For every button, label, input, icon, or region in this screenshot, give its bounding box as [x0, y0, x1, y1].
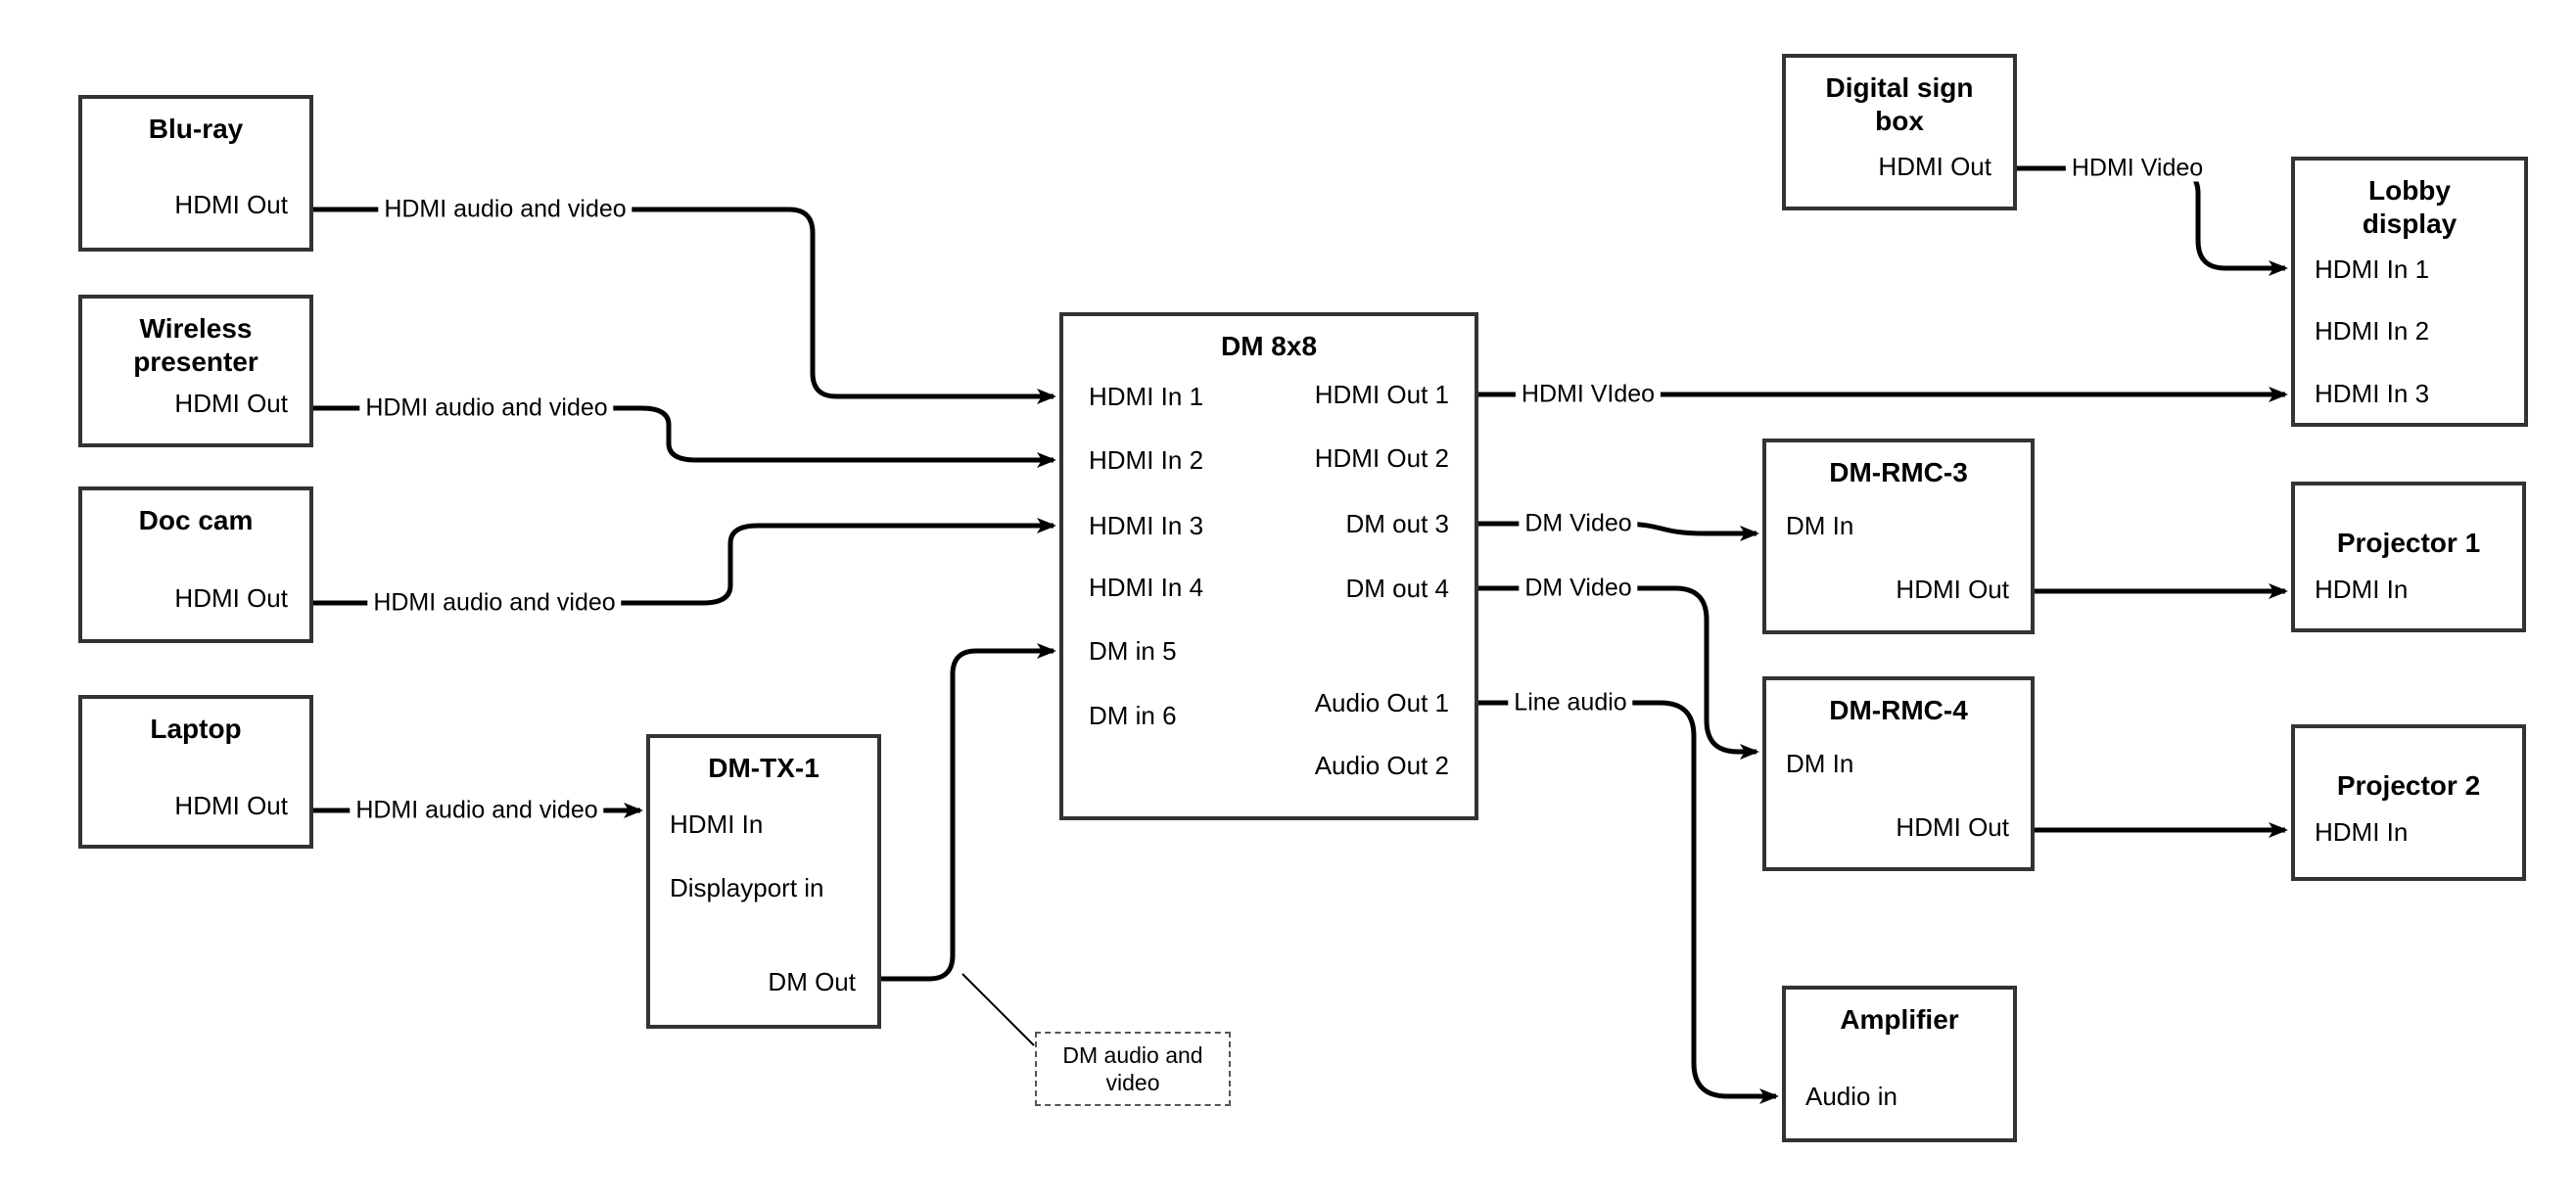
port-hdmi-out: HDMI Out: [174, 583, 288, 613]
edge-label-hdmi-video-out1: HDMI VIdeo: [1515, 381, 1662, 408]
edge-doccam-to-dm8x8-in3: [313, 518, 1056, 606]
edge-dmtx1-to-dm8x8-in5: [881, 643, 1056, 982]
edge-label-hdmi-audio-video-1: HDMI audio and video: [378, 196, 632, 223]
port-hdmi-in-3: HDMI In 3: [1089, 511, 1204, 540]
node-laptop: Laptop HDMI Out: [78, 695, 313, 849]
edge-label-hdmi-video-sign: HDMI Video: [2065, 155, 2210, 182]
edge-sign-to-lobby-in1: [2017, 165, 2288, 276]
port-hdmi-in-2: HDMI In 2: [2315, 316, 2430, 346]
node-title: Amplifier: [1840, 1004, 1959, 1035]
node-title: Blu-ray: [148, 114, 244, 144]
port-hdmi-in-3: HDMI In 3: [2315, 379, 2430, 408]
port-displayport-in: Displayport in: [670, 873, 824, 902]
node-dm-tx-1: DM-TX-1 HDMI In Displayport in DM Out: [646, 734, 881, 1029]
edge-bluray-to-dm8x8-in1: [313, 207, 1056, 404]
port-hdmi-out: HDMI Out: [1878, 152, 1991, 181]
port-audio-out-1: Audio Out 1: [1314, 688, 1449, 717]
port-hdmi-out-2: HDMI Out 2: [1314, 443, 1449, 473]
port-hdmi-out: HDMI Out: [1896, 812, 2009, 842]
node-title: Lobby display: [2362, 175, 2458, 239]
node-title: Projector 1: [2336, 528, 2481, 558]
node-blu-ray: Blu-ray HDMI Out: [78, 95, 313, 252]
port-dm-out: DM Out: [768, 967, 856, 996]
port-dm-out-4: DM out 4: [1345, 574, 1450, 603]
port-dm-in-6: DM in 6: [1089, 701, 1177, 730]
node-projector-1: Projector 1 HDMI In: [2291, 482, 2526, 632]
node-title: DM-RMC-3: [1829, 457, 1968, 487]
node-title: Wireless presenter: [133, 313, 258, 377]
port-dm-in-5: DM in 5: [1089, 636, 1177, 666]
port-dm-in: DM In: [1786, 749, 1854, 778]
node-title: Doc cam: [138, 505, 254, 535]
edge-label-line-audio: Line audio: [1508, 689, 1633, 716]
edge-label-dm-video-3: DM Video: [1519, 510, 1638, 537]
node-title: Projector 2: [2336, 770, 2481, 801]
edge-label-dm-video-4: DM Video: [1519, 575, 1638, 602]
node-digital-sign-box: Digital sign box HDMI Out: [1782, 54, 2017, 210]
annotation-leader-line: [961, 973, 1035, 1046]
port-dm-out-3: DM out 3: [1345, 509, 1450, 538]
node-dm-rmc-4: DM-RMC-4 DM In HDMI Out: [1762, 676, 2035, 871]
node-dm-8x8: DM 8x8 HDMI In 1 HDMI In 2 HDMI In 3 HDM…: [1059, 312, 1478, 820]
node-title: DM-TX-1: [708, 753, 820, 783]
node-projector-2: Projector 2 HDMI In: [2291, 724, 2526, 881]
node-title: DM-RMC-4: [1829, 695, 1968, 725]
node-title: Laptop: [150, 714, 242, 744]
node-doc-cam: Doc cam HDMI Out: [78, 486, 313, 643]
edge-dm8x8-out4-to-dmrmc4: [1478, 585, 1759, 760]
edge-wireless-to-dm8x8-in2: [313, 405, 1056, 468]
edge-label-hdmi-audio-video-3: HDMI audio and video: [367, 589, 622, 617]
port-hdmi-out: HDMI Out: [174, 791, 288, 820]
port-hdmi-in-1: HDMI In 1: [1089, 382, 1204, 411]
port-hdmi-in-1: HDMI In 1: [2315, 254, 2430, 284]
port-hdmi-out: HDMI Out: [1896, 575, 2009, 604]
edge-label-hdmi-audio-video-4: HDMI audio and video: [350, 797, 604, 824]
node-lobby-display: Lobby display HDMI In 1 HDMI In 2 HDMI I…: [2291, 157, 2528, 427]
port-audio-out-2: Audio Out 2: [1314, 751, 1449, 780]
node-dm-rmc-3: DM-RMC-3 DM In HDMI Out: [1762, 439, 2035, 634]
port-hdmi-out: HDMI Out: [174, 190, 288, 219]
node-wireless-presenter: Wireless presenter HDMI Out: [78, 295, 313, 447]
port-hdmi-in: HDMI In: [2315, 575, 2409, 604]
port-hdmi-in-2: HDMI In 2: [1089, 445, 1204, 475]
edge-dm8x8-audio1-to-amplifier: [1478, 700, 1779, 1104]
port-dm-in: DM In: [1786, 511, 1854, 540]
port-hdmi-in: HDMI In: [2315, 817, 2409, 847]
port-audio-in: Audio in: [1805, 1082, 1897, 1111]
node-amplifier: Amplifier Audio in: [1782, 986, 2017, 1142]
node-title: DM 8x8: [1220, 331, 1318, 361]
port-hdmi-in: HDMI In: [670, 809, 764, 839]
annotation-dm-audio-and-video: DM audio and video: [1035, 1032, 1231, 1106]
edge-label-hdmi-audio-video-2: HDMI audio and video: [359, 394, 614, 422]
node-title: Digital sign box: [1825, 72, 1974, 136]
port-hdmi-out-1: HDMI Out 1: [1314, 380, 1449, 409]
port-hdmi-in-4: HDMI In 4: [1089, 573, 1204, 602]
port-hdmi-out: HDMI Out: [174, 389, 288, 418]
